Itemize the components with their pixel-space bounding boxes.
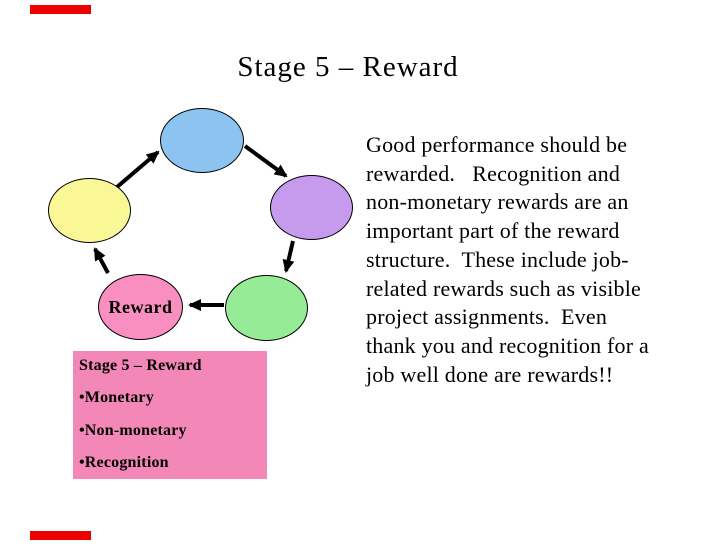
text-line: non-monetary rewards are an [366, 189, 629, 215]
red-accent-bar-bottom [30, 531, 91, 540]
text-line: project assignments. Even [366, 304, 608, 330]
cycle-node-left [48, 178, 131, 243]
text-line: structure. These include job- [366, 246, 629, 272]
arrow-left-to-top [115, 150, 160, 189]
body-text-block: Good performance should be rewarded. Reco… [366, 131, 649, 389]
text-line: •Monetary [79, 389, 154, 407]
cycle-node-label: Reward [108, 296, 173, 317]
text-line: thank you and recognition for a [366, 332, 649, 358]
callout-heading: Stage 5 – Reward [79, 357, 202, 374]
arrow-right-to-bottomright [282, 240, 295, 273]
slide-title: Stage 5 – Reward [237, 51, 459, 83]
reward-callout-box: Stage 5 – Reward •Monetary•Non-monetary•… [73, 351, 267, 479]
text-line: important part of the reward [366, 218, 620, 244]
text-line: Good performance should be [366, 132, 628, 157]
callout-bullet-list: •Monetary •Non-monetary •Recognition [79, 383, 267, 479]
arrow-reward-to-left [93, 247, 110, 274]
cycle-node-reward: Reward [98, 274, 183, 340]
text-line: related rewards such as visible [366, 275, 641, 301]
cycle-node-top [160, 108, 244, 173]
text-line: rewarded. Recognition and [366, 160, 621, 186]
red-accent-bar-top [30, 5, 91, 14]
text-line: •Recognition [79, 453, 169, 471]
text-line: •Non-monetary [79, 421, 187, 439]
cycle-node-bottom-right [225, 275, 308, 341]
arrow-top-to-right [243, 144, 288, 178]
cycle-node-right [270, 175, 353, 240]
text-line: job well done are rewards!! [366, 361, 614, 387]
